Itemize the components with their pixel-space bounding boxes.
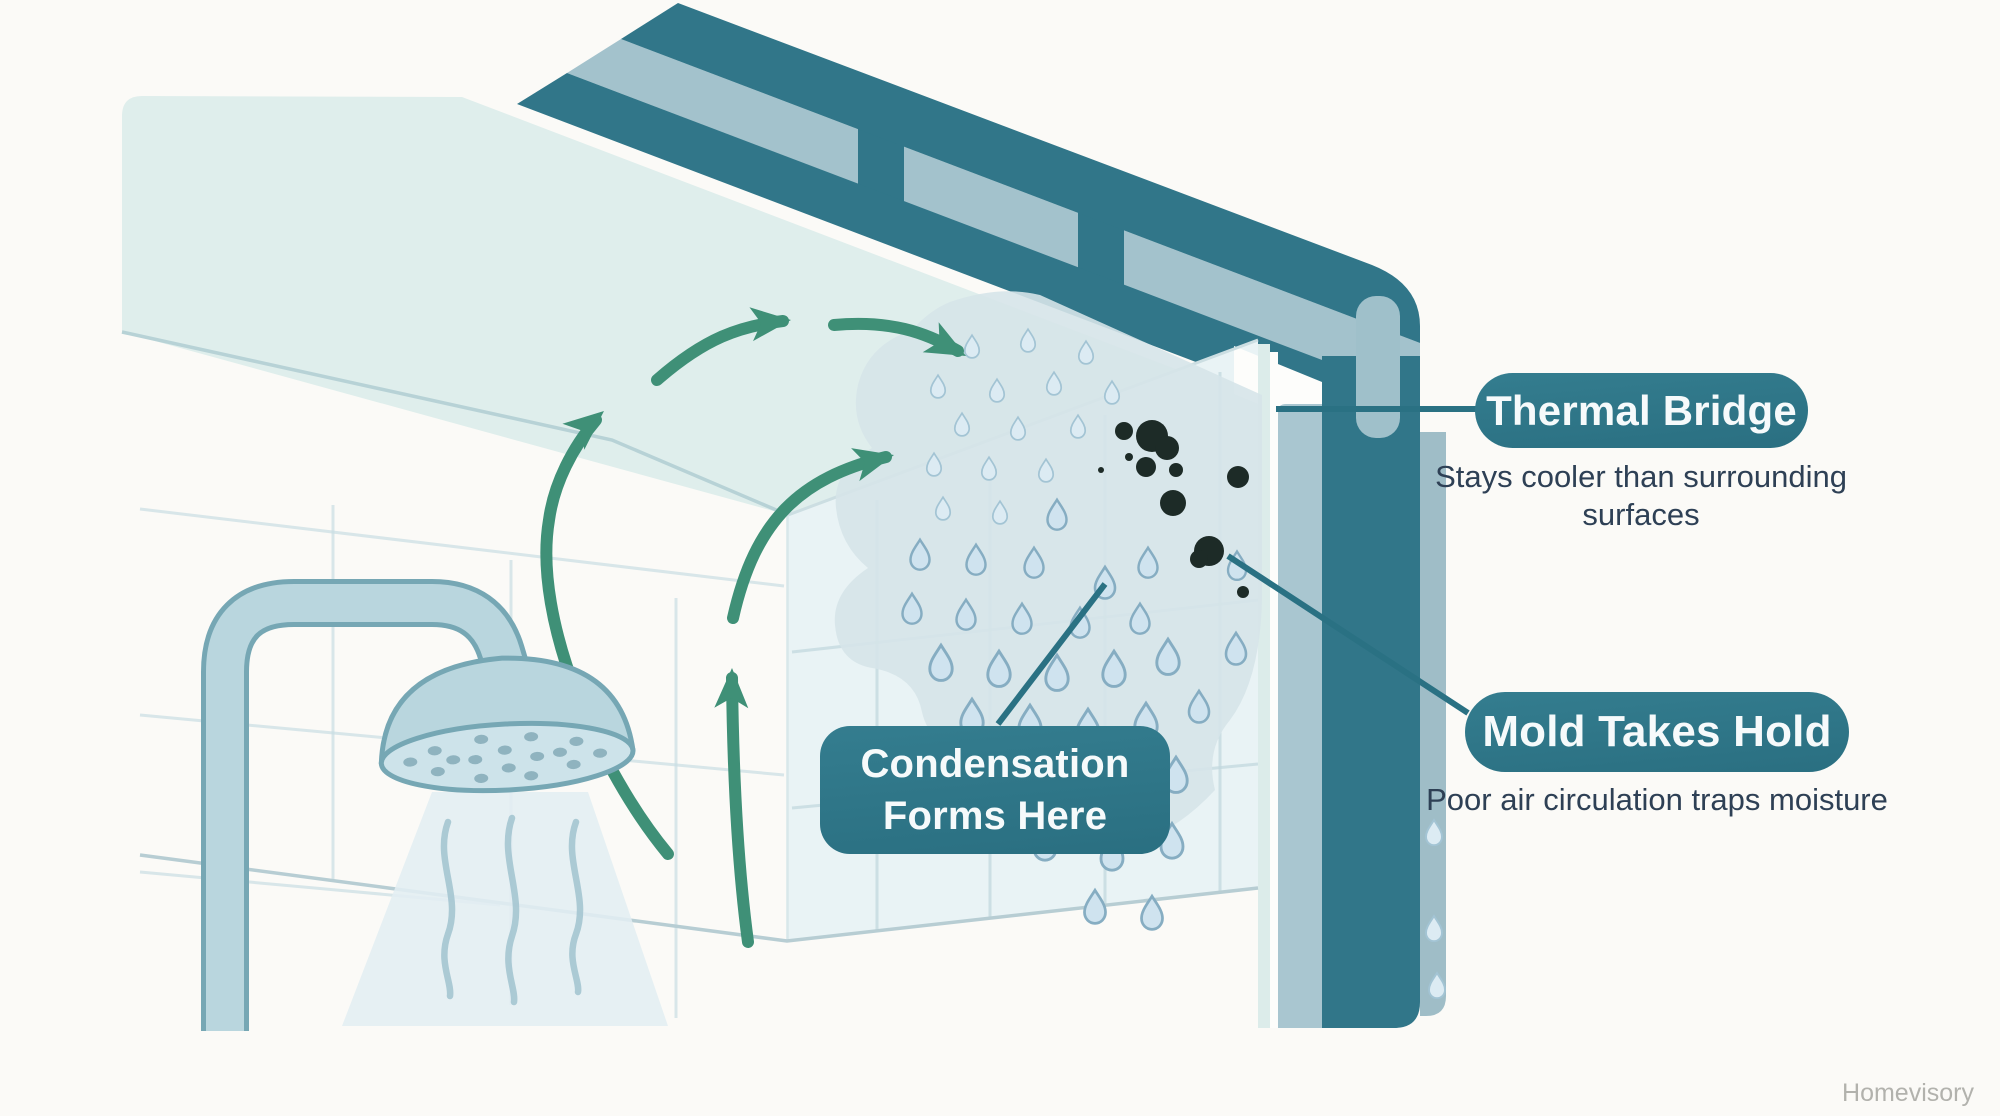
mold-spot-icon — [1136, 457, 1156, 477]
steam-flow-arrows — [540, 307, 966, 948]
outer-sheathing-strip — [1420, 432, 1446, 1016]
thermal-bridge-caption: Stays cooler than surrounding surfaces — [1401, 458, 1881, 534]
mold-spot-icon — [1227, 466, 1249, 488]
condensation-badge: Condensation Forms Here — [820, 726, 1170, 854]
mold-caption-line2: traps moisture — [1691, 782, 1888, 817]
thermal-caption-line2: surrounding surfaces — [1582, 459, 1847, 532]
steam-flow-arrow-icon — [714, 668, 754, 948]
condensation-connector-line — [995, 582, 1108, 726]
framing-column-panel — [1356, 296, 1400, 438]
mold-spot-icon — [1190, 550, 1208, 568]
mold-caption: Poor air circulation traps moisture — [1417, 781, 1897, 819]
mold-spot-icon — [1169, 463, 1183, 477]
mold-spot-icon — [1115, 422, 1133, 440]
wall-framing-assembly — [517, 3, 1446, 1028]
mold-spot-icon — [1237, 586, 1249, 598]
mold-spot-icon — [1155, 436, 1179, 460]
water-spray-cone — [342, 792, 668, 1026]
mold-spot-icon — [1125, 453, 1133, 461]
mold-spots — [1098, 420, 1249, 598]
shower-nozzles — [403, 732, 608, 783]
mold-title: Mold Takes Hold — [1482, 707, 1832, 756]
thermal-bridge-title: Thermal Bridge — [1486, 386, 1797, 434]
framing-outer-rail — [621, 3, 1420, 343]
thermal-bridge-badge: Thermal Bridge — [1475, 373, 1808, 448]
watermark: Homevisory — [1842, 1079, 1974, 1107]
steam-wave-lines — [440, 814, 584, 1006]
shower-head-icon — [378, 655, 636, 794]
thermal-caption-line1: Stays cooler than — [1435, 459, 1675, 494]
steam-flow-arrow-icon — [828, 317, 966, 357]
callout-connectors — [995, 406, 1490, 726]
mold-spot-icon — [1098, 467, 1104, 473]
inner-sheathing-strip — [1278, 404, 1322, 1028]
condensation-title-line1: Condensation — [860, 742, 1130, 786]
mold-connector-line — [1226, 553, 1470, 716]
shower-fixture — [201, 579, 668, 1031]
framing-inner-rail — [517, 73, 1330, 413]
shower-pipe — [201, 579, 536, 1031]
framing-infill-band — [567, 39, 1420, 398]
steam-flow-arrow-icon — [727, 448, 894, 624]
mold-caption-line1: Poor air circulation — [1426, 782, 1683, 817]
gap-strip — [1270, 352, 1278, 1028]
mold-takes-hold-badge: Mold Takes Hold — [1465, 692, 1849, 772]
steam-flow-arrow-icon — [651, 307, 791, 386]
mold-spot-icon — [1160, 490, 1186, 516]
steam-flow-arrow-icon — [540, 411, 674, 860]
framing-corner-column — [1322, 356, 1420, 1028]
condensation-title-line2: Forms Here — [882, 794, 1108, 838]
